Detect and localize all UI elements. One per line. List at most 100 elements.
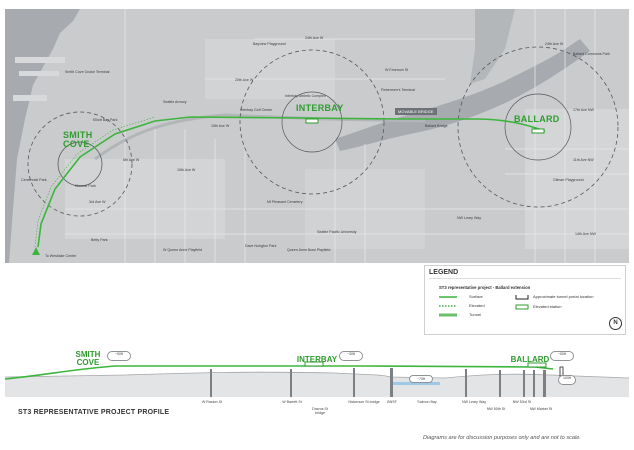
ballard-depth-bubble: ~50ft [550, 351, 574, 361]
salmon-bay-water [335, 39, 590, 151]
map-label: Mt Pleasant Cemetery [267, 200, 303, 204]
right-depth-bubble: 100ft [558, 375, 576, 385]
right-depth-value: 100ft [563, 376, 571, 380]
map-label: W Emerson St [385, 68, 409, 72]
legend-station: Elevated station [533, 304, 562, 309]
ground-line [5, 371, 629, 379]
profile-street-label: W Barrett St [282, 400, 302, 404]
pier [15, 57, 65, 63]
disclaimer-text: Diagrams are for discussion purposes onl… [423, 435, 581, 441]
tunnel-portal-icon [515, 295, 529, 300]
map-label: NW Leary Way [457, 216, 482, 220]
smith-cove-walkshed [27, 111, 133, 217]
ballard-station-marker[interactable] [531, 128, 545, 134]
map-label: 14th Ave NW [575, 232, 596, 236]
legend-subtitle: ST3 representative project - Ballard ext… [439, 285, 531, 290]
street-grid [65, 9, 629, 263]
legend-symbols [515, 295, 529, 310]
movable-bridge-tag: MOVABLE BRIDGE [395, 108, 437, 115]
map-label: 17th Ave NW [573, 108, 594, 112]
profile-street-label: Salmon Bay [417, 400, 437, 404]
map-label: Gilman Playground [553, 178, 584, 182]
south-arrow-icon [32, 247, 40, 255]
map-label: Seattle Armory [163, 100, 187, 104]
profile-street-label: BNSF [387, 400, 397, 404]
profile-portal-icon [559, 366, 564, 379]
profile-street-label: W Raston St [201, 400, 223, 404]
smith-cove-depth-bubble: ~50ft [107, 351, 131, 361]
profile-smith-cove-label: SMITH COVE [73, 350, 103, 368]
smith-cove-label-line2: COVE [63, 139, 90, 149]
profile-smith-cove-line1: SMITH [75, 350, 101, 359]
pier [19, 71, 59, 76]
ballard-label: BALLARD [514, 114, 560, 124]
legend-divider [429, 278, 621, 279]
map-label: Seattle Pacific University [317, 230, 357, 234]
smith-cove-label-line1: SMITH [63, 130, 93, 140]
map-label: 6th Ave W [123, 158, 140, 162]
map-label: Queen Anne Bowl Playfield [287, 248, 331, 252]
marina-water [470, 9, 515, 84]
profile-street-label: NW Market St [529, 407, 553, 411]
route-line [37, 116, 546, 248]
interbay-station-marker[interactable] [305, 118, 319, 124]
profile-street-label: Nickerson St bridge [348, 400, 380, 404]
map-legend: LEGEND ST3 representative project - Ball… [424, 265, 626, 335]
profile-interbay-station [304, 361, 324, 367]
project-profile: SMITH COVE ~50ft INTERBAY ~30ft BALLARD … [5, 345, 629, 425]
map-label: Interbay Golf Center [240, 108, 273, 112]
interbay-radius [281, 91, 343, 153]
clearance-value: ~70ft [416, 377, 426, 381]
interbay-depth: ~30ft [346, 352, 356, 356]
map-label: 11th Ave NW [573, 158, 594, 162]
ballard-radius [504, 93, 572, 161]
map-graphic [5, 9, 629, 263]
map-label: Centennial Park [21, 178, 47, 182]
profile-smith-cove-line2: COVE [76, 358, 100, 368]
map-label: Elliott Bay Park [93, 118, 118, 122]
interbay-depth-bubble: ~30ft [339, 351, 363, 361]
profile-route-line [5, 365, 554, 380]
route-elevated-line [34, 116, 156, 248]
profile-ballard-label: BALLARD [510, 355, 550, 364]
profile-columns [210, 368, 546, 397]
profile-title: ST3 REPRESENTATIVE PROJECT PROFILE [18, 409, 170, 416]
map-label: Ballard Bridge [425, 124, 448, 128]
map-label: 10th Ave W [177, 168, 196, 172]
ground-profile [5, 372, 629, 397]
ballard-walkshed [457, 46, 619, 208]
profile-street-label: NW 53rd St [512, 400, 532, 404]
map-label: Betty Park [91, 238, 108, 242]
legend-surface: Surface [469, 294, 483, 299]
interbay-walkshed [239, 49, 385, 195]
route-map[interactable]: SMITH COVE INTERBAY BALLARD MOVABLE BRID… [5, 9, 629, 263]
rail-corridor [94, 113, 426, 161]
profile-interbay-label: INTERBAY [296, 355, 338, 364]
smith-cove-radius [57, 141, 103, 187]
map-label: Ballard Commons Park [573, 52, 610, 56]
smith-cove-label: SMITH COVE [63, 131, 93, 149]
map-label: Kinnear Park [75, 184, 96, 188]
north-label: N [613, 320, 618, 326]
legend-elevated: Elevated [469, 303, 485, 308]
ballard-depth: ~50ft [557, 352, 567, 356]
map-label: 20th Ave W [235, 78, 254, 82]
map-label: 24th Ave W [545, 42, 564, 46]
salmon-bay-water-profile [390, 382, 440, 385]
legend-swatches [439, 296, 457, 317]
profile-ballard-station [527, 362, 547, 368]
map-label: Bayview Playground [253, 42, 286, 46]
map-label: 24th Ave W [305, 36, 324, 40]
elevated-station-icon [515, 304, 529, 310]
neighborhood-area [205, 39, 335, 99]
legend-portal: Approximate tunnel portal location [533, 294, 594, 299]
smith-cove-depth: ~50ft [114, 352, 124, 356]
map-label: 15th Ave W [211, 124, 230, 128]
map-label: 3rd Ave W [89, 200, 106, 204]
profile-street-label: NW 50th St [486, 407, 506, 411]
map-label: Interbay Athletic Complex [285, 94, 326, 98]
map-label: W Queen Anne Playfield [163, 248, 202, 252]
clearance-bubble: ~70ft [409, 375, 433, 383]
neighborhood-area [65, 159, 225, 239]
pier [13, 95, 47, 101]
